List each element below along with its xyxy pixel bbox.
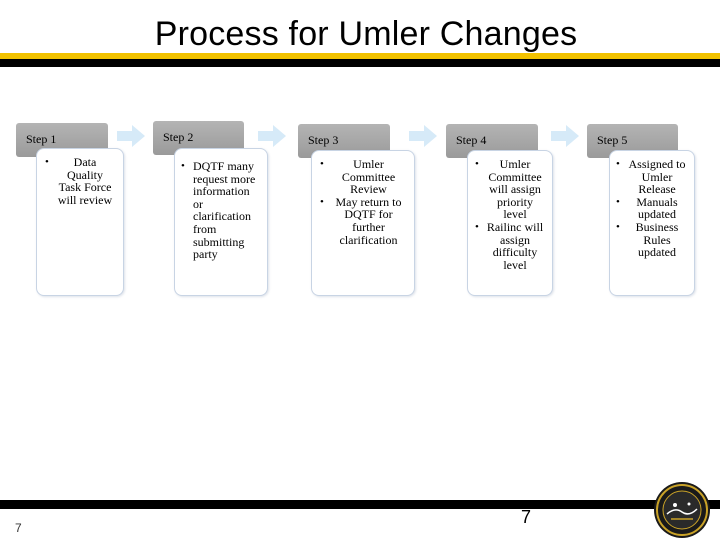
step-3-box: Umler Committee Review May return to DQT… <box>311 150 415 296</box>
step-3-label: Step 3 <box>308 133 339 147</box>
step-4-box: Umler Committee will assign priority lev… <box>467 150 553 296</box>
step-5-label: Step 5 <box>597 133 628 147</box>
right-arrow-icon <box>409 125 437 147</box>
title-black-stripe <box>0 59 720 67</box>
step-1-box: Data Quality Task Force will review <box>36 148 124 296</box>
step-2-bullet-1: DQTF many request more information or cl… <box>181 160 257 261</box>
page-number-left: 7 <box>15 521 22 535</box>
title-accent-stripe <box>0 53 720 59</box>
step-4-bullet-1: Umler Committee will assign priority lev… <box>475 158 545 221</box>
step-5-bullet-3: Business Rules updated <box>616 221 688 259</box>
step-3-bullet-2: May return to DQTF for further clarifica… <box>320 195 405 246</box>
step-5-bullet-2: Manuals updated <box>616 195 688 221</box>
step-1-label: Step 1 <box>26 132 57 146</box>
footer-bar <box>0 500 720 509</box>
right-arrow-icon <box>117 125 145 147</box>
step-2-box: DQTF many request more information or cl… <box>174 148 268 296</box>
slide-title: Process for Umler Changes <box>154 15 578 53</box>
step-2-label: Step 2 <box>163 130 194 144</box>
step-5-bullet-1: Assigned to Umler Release <box>616 158 688 196</box>
step-4-bullet-2: Railinc will assign difficulty level <box>475 221 545 271</box>
step-3-bullet-1: Umler Committee Review <box>320 158 405 196</box>
page-number-center: 7 <box>521 507 532 527</box>
step-1-bullet-1: Data Quality Task Force will review <box>45 156 115 206</box>
right-arrow-icon <box>258 125 286 147</box>
seal-logo <box>654 482 710 538</box>
step-4-label: Step 4 <box>456 133 487 147</box>
step-5-box: Assigned to Umler Release Manuals update… <box>609 150 695 296</box>
right-arrow-icon <box>551 125 579 147</box>
